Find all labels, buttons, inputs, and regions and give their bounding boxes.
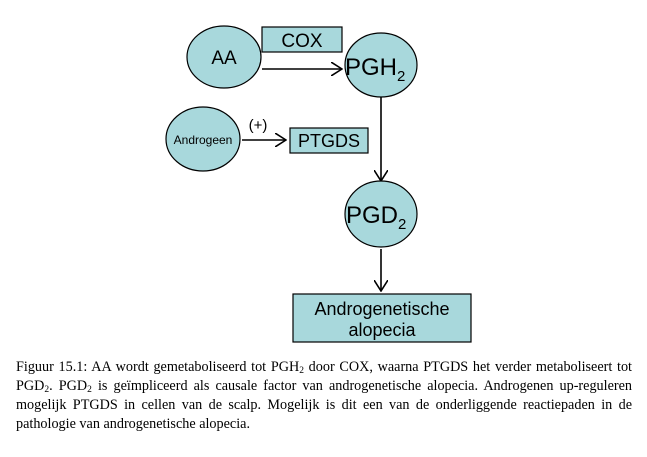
caption-sub-2: 2 (44, 385, 50, 395)
ptgds-enzyme-box (289, 127, 369, 154)
pgd2-node (344, 180, 418, 248)
cox-label: COX (281, 31, 323, 52)
androgeen-label: Androgeen (174, 133, 233, 147)
pgh2-subscript: 2 (397, 68, 405, 85)
androgeen-node (165, 106, 241, 172)
caption-sub-1: 2 (299, 366, 304, 376)
caption-rest: is geïmpliceerd als causale factor van a… (16, 378, 632, 432)
caption-prefix: Figuur 15.1: AA wordt gemetaboliseerd to… (16, 359, 300, 375)
caption-sub-3: 2 (87, 385, 92, 395)
alopecia-outcome-box (292, 293, 472, 343)
caption-mid-1: door COX, waarna PTGDS het verder metabo… (16, 359, 632, 394)
aa-label: AA (211, 48, 237, 69)
ptgds-label: PTGDS (298, 131, 360, 151)
upregulation-label: (+) (249, 117, 268, 134)
pgd2-label: PGD2 (346, 202, 406, 233)
figure-caption: Figuur 15.1: AA wordt gemetaboliseerd to… (16, 358, 632, 434)
alopecia-label-line2: alopecia (348, 320, 416, 340)
pgh2-label: PGH2 (345, 54, 405, 85)
caption-mid-2: . PGD (49, 378, 88, 394)
cox-enzyme-box (261, 26, 343, 53)
alopecia-label-line1: Androgenetische (314, 299, 449, 319)
pgd2-subscript: 2 (398, 216, 406, 233)
aa-node (186, 25, 262, 89)
pathway-diagram: AA COX PGH2 Androgeen (+) PTGDS PGD2 And… (165, 25, 472, 343)
